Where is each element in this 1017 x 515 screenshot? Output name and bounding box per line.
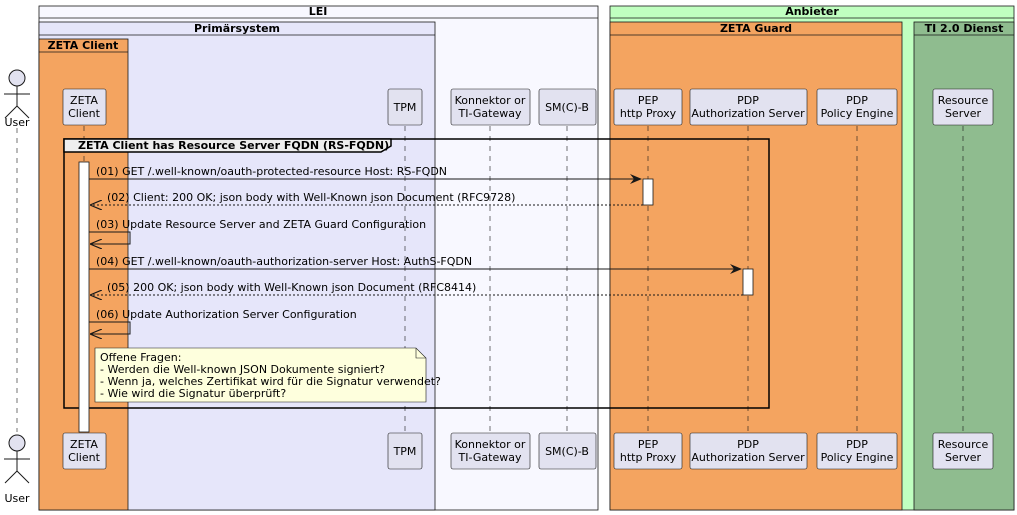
box-anbieter-title: Anbieter	[785, 5, 839, 18]
participant-tpm-top: TPM	[387, 88, 423, 126]
participant-smcb-bottom-label: SM(C)-B	[545, 445, 589, 458]
activation-zeta-client	[78, 161, 90, 433]
participant-pep-bottom-l2: http Proxy	[620, 451, 677, 464]
message-04-label: (04) GET /.well-known/oauth-authorizatio…	[96, 255, 472, 268]
activation-pep	[642, 178, 654, 206]
participant-pdp-pe-top: PDP Policy Engine	[816, 88, 898, 126]
participant-pdp-as-bottom-l1: PDP	[737, 438, 759, 451]
participants-top: User ZETA Client TPM Konnektor or TI-Gat…	[4, 69, 994, 129]
participant-konnektor-bottom-l2: TI-Gateway	[458, 451, 522, 464]
participant-pdp-pe-bottom-l2: Policy Engine	[821, 451, 894, 464]
participant-tpm-label: TPM	[393, 101, 417, 114]
participants-bottom: User ZETA Client TPM Konnektor or TI-Gat…	[4, 432, 994, 505]
box-lei-title: LEI	[309, 5, 328, 18]
participant-resource-server-l2: Server	[945, 107, 982, 120]
note-line-3: - Wenn ja, welches Zertifikat wird für d…	[100, 375, 441, 388]
participant-tpm-bottom: TPM	[387, 432, 423, 470]
participant-pep-bottom: PEP http Proxy	[613, 432, 683, 470]
message-06: (06) Update Authorization Server Configu…	[89, 308, 357, 334]
participant-konnektor-l1: Konnektor or	[455, 94, 526, 107]
actor-user-bottom-label: User	[4, 492, 30, 505]
participant-zeta-client-l1: ZETA	[70, 94, 98, 107]
participant-konnektor-bottom: Konnektor or TI-Gateway	[450, 432, 531, 470]
message-05-label: (05) 200 OK; json body with Well-Known j…	[107, 281, 476, 294]
box-ti-dienst-title: TI 2.0 Dienst	[925, 22, 1004, 35]
participant-resource-server-bottom-l2: Server	[945, 451, 982, 464]
note-line-4: - Wie wird die Signatur überprüft?	[100, 387, 286, 400]
participant-pdp-as-l2: Authorization Server	[691, 107, 805, 120]
box-zeta-client-title: ZETA Client	[48, 39, 119, 52]
message-04: (04) GET /.well-known/oauth-authorizatio…	[89, 255, 742, 274]
participant-resource-server-top: Resource Server	[932, 88, 994, 126]
participant-pdp-as-bottom: PDP Authorization Server	[689, 432, 808, 470]
participant-pdp-pe-bottom: PDP Policy Engine	[816, 432, 898, 470]
message-01: (01) GET /.well-known/oauth-protected-re…	[89, 165, 642, 184]
message-03-label: (03) Update Resource Server and ZETA Gua…	[96, 218, 426, 231]
group-frame-title: ZETA Client has Resource Server FQDN (RS…	[78, 139, 389, 152]
participant-pdp-as-l1: PDP	[737, 94, 759, 107]
activation-pdp-as	[742, 268, 754, 296]
participant-pdp-as-bottom-l2: Authorization Server	[691, 451, 805, 464]
participant-pdp-as-top: PDP Authorization Server	[689, 88, 808, 126]
actor-user-label: User	[4, 116, 30, 129]
participant-tpm-bottom-label: TPM	[393, 445, 417, 458]
participant-smcb-top: SM(C)-B	[538, 88, 597, 126]
participant-pdp-pe-l1: PDP	[846, 94, 868, 107]
participant-pep-top: PEP http Proxy	[613, 88, 683, 126]
participant-zeta-client-l2: Client	[68, 107, 101, 120]
participant-konnektor-top: Konnektor or TI-Gateway	[450, 88, 531, 126]
participant-pep-l2: http Proxy	[620, 107, 677, 120]
participant-zeta-client-bottom-l2: Client	[68, 451, 101, 464]
note-offene-fragen: Offene Fragen: - Werden die Well-known J…	[94, 347, 441, 403]
participant-konnektor-l2: TI-Gateway	[458, 107, 522, 120]
group-frame: ZETA Client has Resource Server FQDN (RS…	[63, 138, 770, 409]
box-primaersystem-title: Primärsystem	[194, 22, 280, 35]
note-line-2: - Werden die Well-known JSON Dokumente s…	[100, 363, 385, 376]
message-03: (03) Update Resource Server and ZETA Gua…	[89, 218, 426, 244]
participant-pdp-pe-bottom-l1: PDP	[846, 438, 868, 451]
message-02-label: (02) Client: 200 OK; json body with Well…	[107, 191, 515, 204]
participant-konnektor-bottom-l1: Konnektor or	[455, 438, 526, 451]
participant-resource-server-bottom: Resource Server	[932, 432, 994, 470]
participant-zeta-client-top: ZETA Client	[62, 88, 107, 126]
actor-user-top: User	[4, 69, 30, 129]
participant-pep-l1: PEP	[638, 94, 659, 107]
actor-user-bottom: User	[4, 434, 30, 505]
participant-smcb-label: SM(C)-B	[545, 101, 589, 114]
message-02: (02) Client: 200 OK; json body with Well…	[91, 191, 643, 205]
message-05: (05) 200 OK; json body with Well-Known j…	[91, 281, 743, 295]
participant-resource-server-l1: Resource	[938, 94, 989, 107]
note-line-1: Offene Fragen:	[100, 351, 181, 364]
participant-pep-bottom-l1: PEP	[638, 438, 659, 451]
message-06-label: (06) Update Authorization Server Configu…	[96, 308, 357, 321]
box-zeta-guard-title: ZETA Guard	[720, 22, 792, 35]
participant-smcb-bottom: SM(C)-B	[538, 432, 597, 470]
participant-zeta-client-bottom: ZETA Client	[62, 432, 107, 470]
participant-zeta-client-bottom-l1: ZETA	[70, 438, 98, 451]
participant-resource-server-bottom-l1: Resource	[938, 438, 989, 451]
participant-pdp-pe-l2: Policy Engine	[821, 107, 894, 120]
message-01-label: (01) GET /.well-known/oauth-protected-re…	[96, 165, 447, 178]
